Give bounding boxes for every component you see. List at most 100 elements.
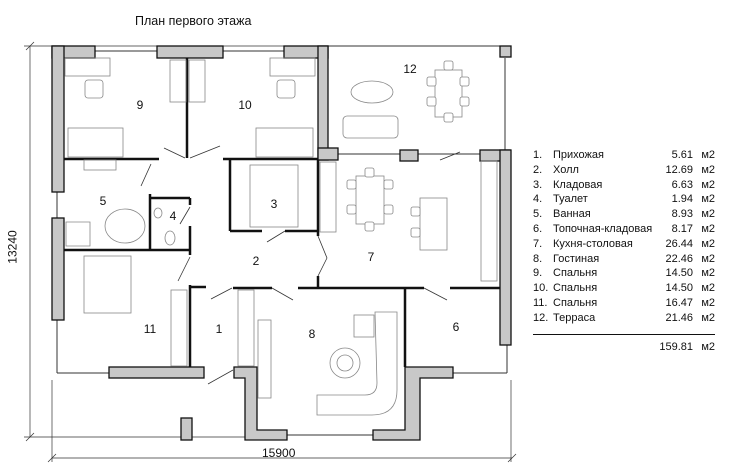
room-label-9: 9: [137, 98, 144, 112]
room-number: 11.: [533, 296, 548, 309]
room-number: 5.: [533, 208, 543, 221]
legend-row: 10. Спальня 14.50 м2: [533, 281, 715, 296]
total-area: 159.81 м2: [533, 341, 715, 353]
area-unit: м2: [701, 193, 715, 206]
legend-row: 7. Кухня-столовая 26.44 м2: [533, 237, 715, 252]
room-name: Кладовая: [553, 178, 603, 191]
legend-row: 1. Прихожая 5.61 м2: [533, 148, 715, 163]
room-name: Ванная: [553, 208, 591, 221]
area-unit: м2: [701, 296, 715, 309]
height-dimension: 13240: [5, 230, 20, 264]
room-area: 16.47: [665, 296, 693, 309]
chair-9: [84, 79, 104, 99]
room-name: Спальня: [553, 267, 598, 280]
room-legend: 1. Прихожая 5.61 м2 2. Холл 12.69 м2 3. …: [533, 148, 715, 353]
sinks: [83, 159, 117, 171]
room-name: Кухня-столовая: [553, 237, 633, 250]
room-number: 8.: [533, 252, 543, 265]
room-area: 21.46: [665, 311, 693, 324]
room-label-5: 5: [100, 194, 107, 208]
room-name: Топочная-кладовая: [553, 222, 653, 235]
room-area: 14.50: [665, 267, 693, 280]
width-dimension: 15900: [262, 446, 296, 460]
room-area: 6.63: [671, 178, 693, 191]
total-area-value: 159.81: [659, 340, 693, 353]
area-unit: м2: [701, 237, 715, 250]
room-number: 2.: [533, 163, 543, 176]
desk-10: [269, 57, 316, 77]
wardrobe-9: [169, 59, 187, 103]
room-number: 9.: [533, 267, 543, 280]
legend-row: 8. Гостиная 22.46 м2: [533, 252, 715, 267]
room-name: Спальня: [553, 296, 598, 309]
room-label-10: 10: [238, 98, 252, 112]
room-name: Холл: [553, 163, 579, 176]
chair-10: [276, 79, 296, 99]
room-name: Спальня: [553, 282, 598, 295]
legend-row: 12. Терраса 21.46 м2: [533, 311, 715, 326]
area-unit: м2: [701, 267, 715, 280]
room-name: Гостиная: [553, 252, 600, 265]
room-label-1: 1: [216, 322, 223, 336]
wardrobe-11: [170, 289, 188, 367]
room-label-11: 11: [144, 322, 157, 336]
room-number: 10.: [533, 282, 549, 295]
room-area: 14.50: [665, 282, 693, 295]
total-area-unit: м2: [701, 340, 715, 353]
hall-shelf: [319, 161, 337, 233]
legend-row: 3. Кладовая 6.63 м2: [533, 178, 715, 193]
room-label-12: 12: [403, 62, 417, 76]
bathtub: [104, 208, 146, 244]
room-label-6: 6: [453, 320, 460, 334]
room-number: 3.: [533, 178, 543, 191]
legend-divider: [533, 333, 715, 335]
tv-unit: [257, 319, 272, 399]
room-name: Прихожая: [553, 149, 604, 161]
bed-10: [255, 127, 314, 158]
area-unit: м2: [701, 222, 715, 235]
windows: [56, 45, 508, 436]
wardrobe-1: [237, 289, 255, 367]
legend-row: 6. Топочная-кладовая 8.17 м2: [533, 222, 715, 237]
walls: [51, 45, 512, 441]
room-area: 22.46: [665, 252, 693, 265]
bed-9: [67, 127, 124, 158]
room-number: 7.: [533, 237, 543, 250]
shower: [65, 221, 91, 247]
room-name: Терраса: [553, 311, 596, 324]
legend-row: 11. Спальня 16.47 м2: [533, 296, 715, 311]
legend-row: 9. Спальня 14.50 м2: [533, 266, 715, 281]
legend-row: 2. Холл 12.69 м2: [533, 163, 715, 178]
terrace-rug: [350, 80, 394, 104]
storage-shelf: [249, 164, 299, 228]
area-unit: м2: [701, 252, 715, 265]
furniture: [64, 57, 498, 416]
kitchen-island: [419, 197, 448, 251]
room-area: 1.94: [671, 193, 693, 206]
area-unit: м2: [701, 208, 715, 221]
room-label-3: 3: [271, 197, 278, 211]
room-label-2: 2: [253, 254, 260, 268]
washbasin: [153, 207, 163, 219]
room-area: 26.44: [665, 237, 693, 250]
room-area: 5.61: [671, 149, 693, 161]
room-labels: 9 10 12 5 4 3 2 7 11 1 8 6: [100, 62, 460, 341]
room-area: 8.17: [671, 222, 693, 235]
legend-row: 5. Ванная 8.93 м2: [533, 207, 715, 222]
room-number: 1.: [533, 149, 543, 161]
area-unit: м2: [701, 178, 715, 191]
plan-title: План первого этажа: [135, 14, 252, 28]
coffee-table: [329, 347, 361, 379]
bed-11: [83, 255, 132, 314]
dining-table: [355, 175, 385, 225]
area-unit: м2: [701, 311, 715, 324]
door-swings: [140, 145, 461, 385]
area-unit: м2: [701, 149, 715, 161]
room-area: 8.93: [671, 208, 693, 221]
room-label-8: 8: [309, 327, 316, 341]
wardrobe-10: [188, 59, 206, 103]
legend-row: 4. Туалет 1.94 м2: [533, 192, 715, 207]
kitchen-counter: [480, 160, 498, 282]
room-label-7: 7: [368, 250, 375, 264]
